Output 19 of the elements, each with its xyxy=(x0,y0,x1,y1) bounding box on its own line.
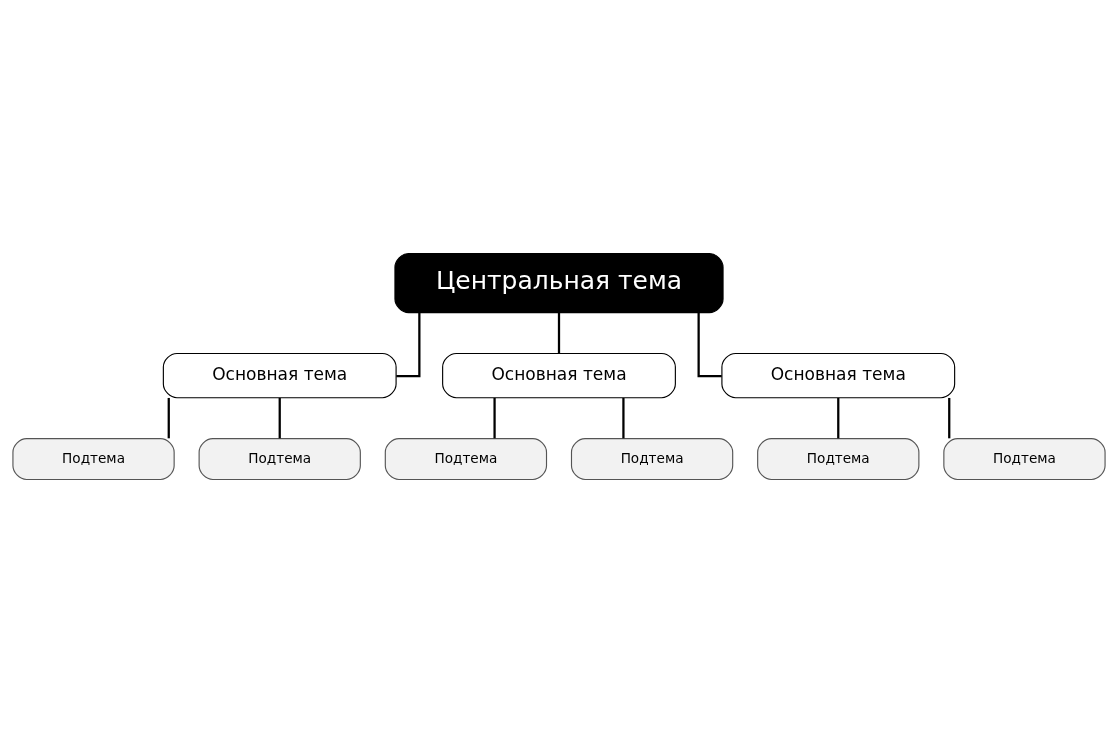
node-box: Основная тема xyxy=(721,352,956,398)
connector xyxy=(167,397,170,438)
node-box: Подтема xyxy=(12,437,175,480)
connector xyxy=(697,312,722,377)
connector xyxy=(557,312,561,353)
connector xyxy=(948,397,951,438)
node-box: Основная тема xyxy=(442,352,676,398)
node-box: Подтема xyxy=(757,437,920,480)
node-box: Основная тема xyxy=(162,352,397,398)
connector xyxy=(396,312,421,377)
node-box: Подтема xyxy=(198,437,361,480)
connector xyxy=(622,397,625,438)
node-box: Центральная тема xyxy=(394,252,724,313)
connector xyxy=(837,397,840,438)
connector xyxy=(278,397,281,438)
node-box: Подтема xyxy=(943,437,1106,480)
node-box: Подтема xyxy=(384,437,548,480)
node-box: Подтема xyxy=(570,437,734,480)
connector xyxy=(493,397,496,438)
